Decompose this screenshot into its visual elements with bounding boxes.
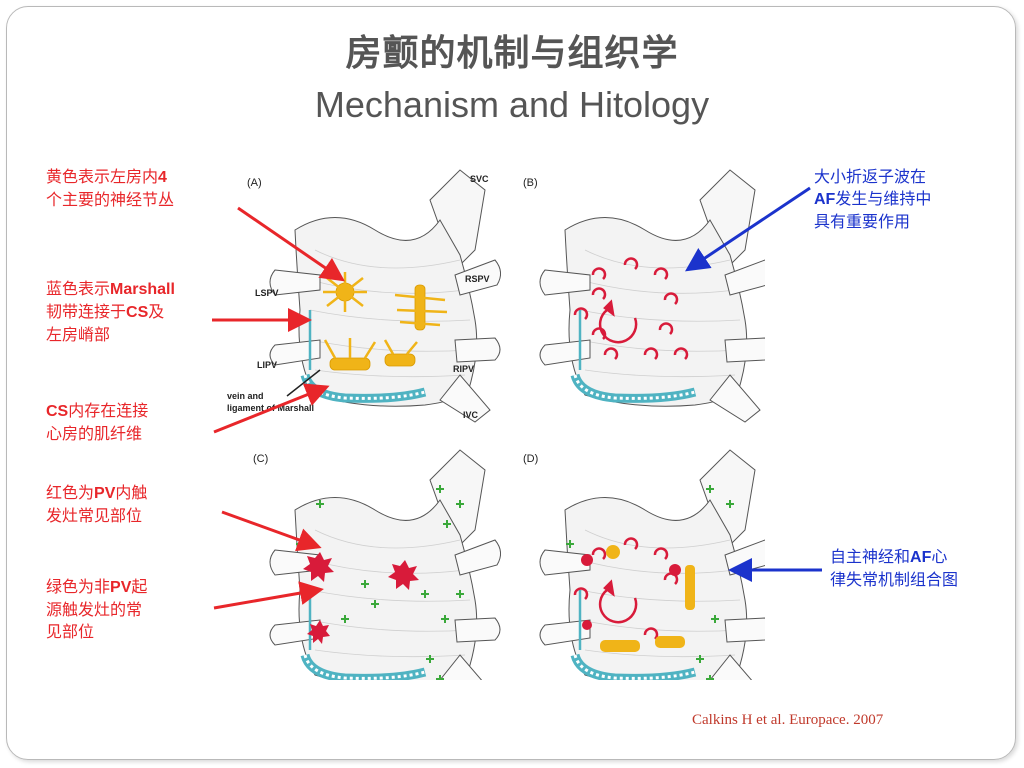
note-text: CS bbox=[126, 304, 149, 321]
note-text: PV bbox=[94, 485, 116, 502]
label-svc: SVC bbox=[470, 174, 489, 184]
citation: Calkins H et al. Europace. 2007 bbox=[692, 712, 884, 728]
note-text: 黄色表示左房内 bbox=[46, 167, 159, 186]
ganglia-yellow bbox=[600, 545, 695, 652]
af-mechanism-diagram: (A) SVC LSPV RSPV LIPV RIPV IVC vein and… bbox=[227, 160, 765, 680]
note-text: 韧带连接于 bbox=[46, 302, 127, 321]
note-text: 绿色为非 bbox=[46, 577, 111, 596]
note-text: 自主神经和 bbox=[830, 547, 911, 566]
note-text: AF bbox=[814, 191, 836, 208]
pv-triggers-red bbox=[581, 554, 681, 630]
label-marshall-1: vein and bbox=[227, 391, 264, 401]
note-reentry-wavelets: 大小折返子波在 AF发生与维持中 具有重要作用 bbox=[814, 166, 931, 233]
note-text: 及 bbox=[148, 302, 165, 321]
panel-c: (C) bbox=[253, 450, 501, 680]
note-text: 见部位 bbox=[46, 622, 95, 641]
panel-label: (A) bbox=[247, 177, 262, 189]
panel-a: (A) SVC LSPV RSPV LIPV RIPV IVC vein and… bbox=[227, 170, 501, 422]
panel-b: (B) bbox=[523, 170, 765, 422]
note-yellow-ganglia: 黄色表示左房内4 个主要的神经节丛 bbox=[46, 166, 174, 211]
non-pv-triggers-green bbox=[566, 485, 734, 680]
label-rspv: RSPV bbox=[465, 274, 490, 284]
note-red-pv-triggers: 红色为PV内触 发灶常见部位 bbox=[46, 482, 147, 527]
ganglia-yellow bbox=[323, 272, 448, 371]
panel-label: (D) bbox=[523, 453, 538, 465]
note-text: 发生与维持中 bbox=[835, 189, 932, 208]
note-text: 心房的肌纤维 bbox=[46, 424, 143, 443]
note-text: AF bbox=[910, 549, 932, 566]
note-text: 个主要的神经节丛 bbox=[46, 190, 175, 209]
reentry-circuits bbox=[573, 257, 689, 360]
label-lspv: LSPV bbox=[255, 288, 279, 298]
note-text: 心 bbox=[931, 547, 948, 566]
panel-label: (B) bbox=[523, 177, 538, 189]
note-text: 内触 bbox=[115, 483, 148, 502]
label-ivc: IVC bbox=[463, 410, 479, 420]
note-text: CS bbox=[46, 403, 69, 420]
slide-title-english: Mechanism and Hitology bbox=[314, 84, 710, 125]
note-text: 左房嵴部 bbox=[46, 325, 111, 344]
pv-triggers-red bbox=[303, 552, 419, 644]
note-cs-fibers: CS内存在连接 心房的肌纤维 bbox=[46, 400, 148, 445]
note-text: Marshall bbox=[110, 281, 175, 298]
note-text: 律失常机制组合图 bbox=[830, 570, 959, 589]
note-text: 具有重要作用 bbox=[814, 212, 911, 231]
panel-d: (D) bbox=[523, 450, 765, 680]
note-text: 源触发灶的常 bbox=[46, 600, 143, 619]
slide-frame bbox=[6, 6, 1016, 760]
note-text: 4 bbox=[158, 169, 167, 186]
label-ripv: RIPV bbox=[453, 364, 474, 374]
slide-title-chinese: 房颤的机制与组织学 bbox=[345, 33, 679, 74]
note-text: 内存在连接 bbox=[68, 401, 149, 420]
note-green-nonpv-triggers: 绿色为非PV起 源触发灶的常 见部位 bbox=[46, 576, 147, 643]
note-text: 大小折返子波在 bbox=[814, 167, 927, 186]
note-combined-mechanism: 自主神经和AF心 律失常机制组合图 bbox=[830, 546, 958, 591]
label-marshall-2: ligament of Marshall bbox=[227, 403, 314, 413]
note-blue-marshall: 蓝色表示Marshall 韧带连接于CS及 左房嵴部 bbox=[46, 278, 175, 346]
note-text: 红色为 bbox=[46, 483, 95, 502]
note-text: 发灶常见部位 bbox=[46, 506, 143, 525]
note-text: PV bbox=[110, 579, 132, 596]
panel-label: (C) bbox=[253, 453, 268, 465]
label-lipv: LIPV bbox=[257, 360, 277, 370]
note-text: 起 bbox=[131, 577, 148, 596]
note-text: 蓝色表示 bbox=[46, 279, 111, 298]
